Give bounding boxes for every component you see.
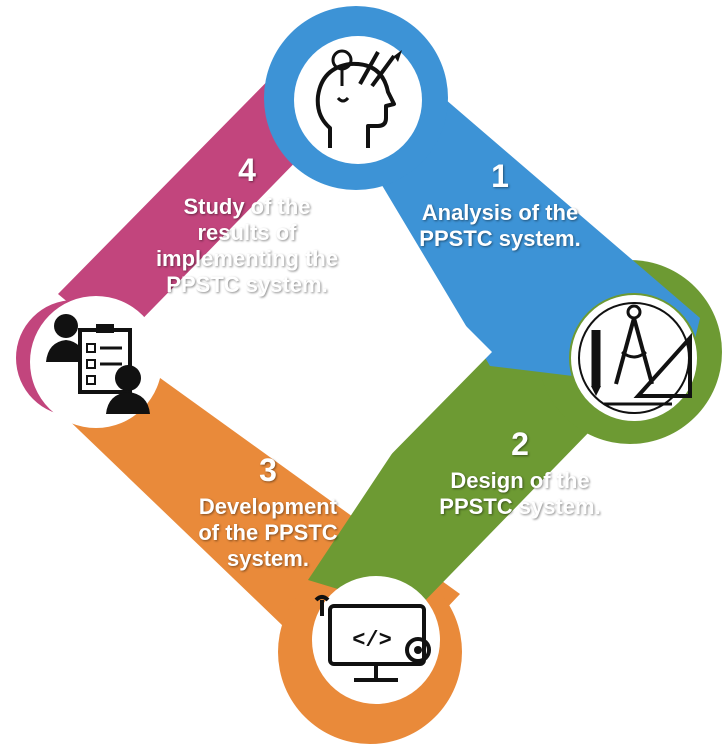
center-square [248, 232, 492, 478]
step-4-number: 4 [238, 152, 256, 188]
step-1-text-line-2: PPSTC system. [419, 225, 581, 251]
drafting-compass-ruler-icon [569, 293, 699, 423]
step-4-text-line-2: results of [197, 219, 297, 245]
monitor-code-gear-icon: </> [312, 576, 440, 704]
step-1-number: 1 [491, 158, 509, 194]
head-with-tools-icon [294, 36, 422, 164]
step-3-text-line-2: of the PPSTC [198, 519, 338, 545]
step-3-text-line-1: Development [198, 493, 338, 519]
svg-text:</>: </> [352, 628, 392, 653]
step-1-label: 1 Analysis of the PPSTC system. [400, 158, 600, 252]
step-4-label: 4 Study of the results of implementing t… [132, 152, 362, 298]
step-4-text-line-4: PPSTC system. [166, 271, 328, 297]
step-1-text-line-1: Analysis of the [421, 199, 579, 225]
step-2-number: 2 [511, 426, 529, 462]
step-3-text-line-3: system. [227, 545, 309, 571]
step-2-text-line-1: Design of the [450, 467, 590, 493]
step-3-number: 3 [259, 452, 277, 488]
people-checklist-icon [30, 296, 162, 428]
step-2-text-line-2: PPSTC system. [439, 493, 601, 519]
step-4-text-line-1: Study of the [183, 193, 311, 219]
step-2-label: 2 Design of the PPSTC system. [420, 426, 620, 520]
step-3-label: 3 Development of the PPSTC system. [168, 452, 368, 572]
step-4-text-line-3: implementing the [155, 245, 339, 271]
